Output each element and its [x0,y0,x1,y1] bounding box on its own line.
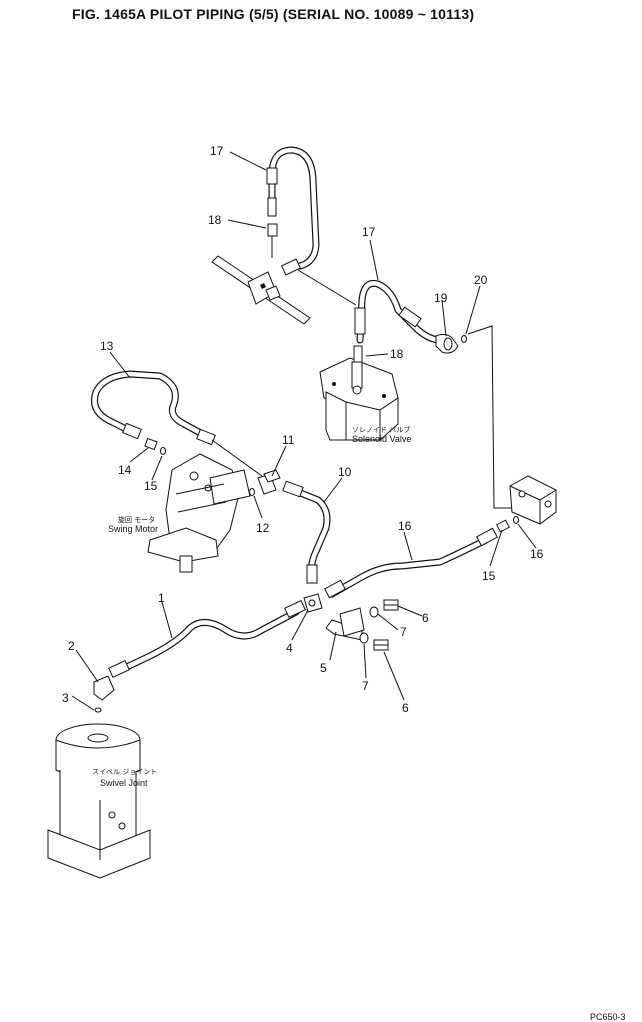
callout-12: 14 [118,463,132,477]
solenoid-valve-label: Solenoid Valve [352,434,411,444]
callout-17-lower: 17 [362,225,376,239]
swing-motor [147,453,251,573]
solenoid-valve-jp-label: ソレノイド バルブ [352,425,410,434]
swivel-joint-jp-label: スイベル ジョイント [92,768,157,776]
callout-7-lower: 7 [362,679,369,693]
callout-6-lower: 6 [402,701,409,715]
page-code: PC650-3 [590,1012,626,1022]
callout-15: 15 [482,569,496,583]
swivel-joint-label: Swivel Joint [100,778,148,788]
o-ring-20 [461,335,467,343]
hose-17-upper [266,146,320,276]
fitting-18-upper [267,223,278,258]
o-ring-3 [94,707,102,713]
link-line-motor [211,439,263,477]
bracket-5 [325,607,365,641]
link-line-block [467,325,512,509]
elbow-19 [435,333,459,354]
callout-10: 12 [256,521,270,535]
callout-20: 20 [474,273,488,287]
hose-1 [108,600,306,678]
fitting-12 [144,437,158,451]
callout-7-upper: 7 [400,625,407,639]
o-ring-16 [513,516,519,524]
link-line [297,269,357,306]
elbow-2 [93,675,115,701]
swing-motor-label: Swing Motor [108,524,158,534]
upper-bracket [211,255,311,325]
tee-9 [257,469,281,495]
callout-4: 4 [286,641,293,655]
callout-16: 16 [530,547,544,561]
callout-6-upper: 6 [422,611,429,625]
washer-7-lower [359,632,369,644]
solenoid-valve [319,345,399,442]
washer-7-upper [369,606,379,618]
callout-14: 16 [398,519,412,533]
o-ring-10 [249,488,255,496]
callout-9: 11 [282,433,295,447]
callout-3: 3 [62,691,69,705]
figure-title: FIG. 1465A PILOT PIPING (5/5) (SERIAL NO… [72,6,475,22]
fitting-15 [496,519,510,533]
swing-motor-jp-label: 旋回 モータ [118,515,155,524]
bolt-6-upper [383,599,399,611]
hose-11 [91,370,216,446]
o-ring-13 [160,447,166,455]
callout-19: 19 [434,291,448,305]
tee-4 [303,593,323,613]
hose-14 [324,527,498,599]
callout-5: 5 [320,661,327,675]
hose-8 [282,480,331,584]
bolt-6-lower [373,639,389,651]
hose-17-lower [354,279,444,344]
callout-18-upper: 18 [208,213,222,227]
callout-2: 2 [68,639,75,653]
swivel-joint [47,723,151,879]
callout-17-upper: 17 [210,144,224,158]
callout-8: 10 [338,465,352,479]
valve-block-right [509,475,557,525]
callout-11: 13 [100,339,114,353]
callout-18-lower: 18 [390,347,404,361]
callout-1: 1 [158,591,165,605]
callout-13: 15 [144,479,158,493]
callout-leaders [71,151,537,711]
